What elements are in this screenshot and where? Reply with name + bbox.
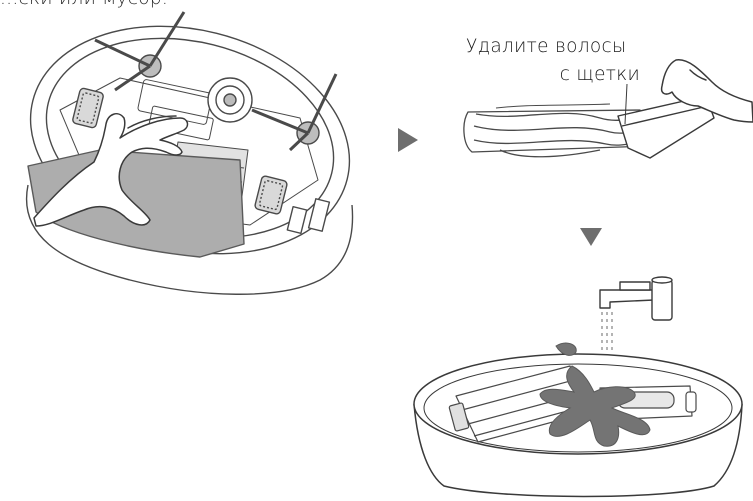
step-caption-line-1: Удалите волосы (466, 38, 626, 57)
arrow-down-icon (580, 228, 602, 246)
water-stream-illustration (602, 312, 612, 354)
faucet-illustration (600, 277, 672, 320)
robot-vacuum-illustration (6, 0, 374, 294)
arrow-right-icon (398, 128, 418, 152)
top-caption-partial: ...ски или мусор. (0, 0, 168, 9)
step-caption-line-2: с щетки (560, 66, 640, 85)
